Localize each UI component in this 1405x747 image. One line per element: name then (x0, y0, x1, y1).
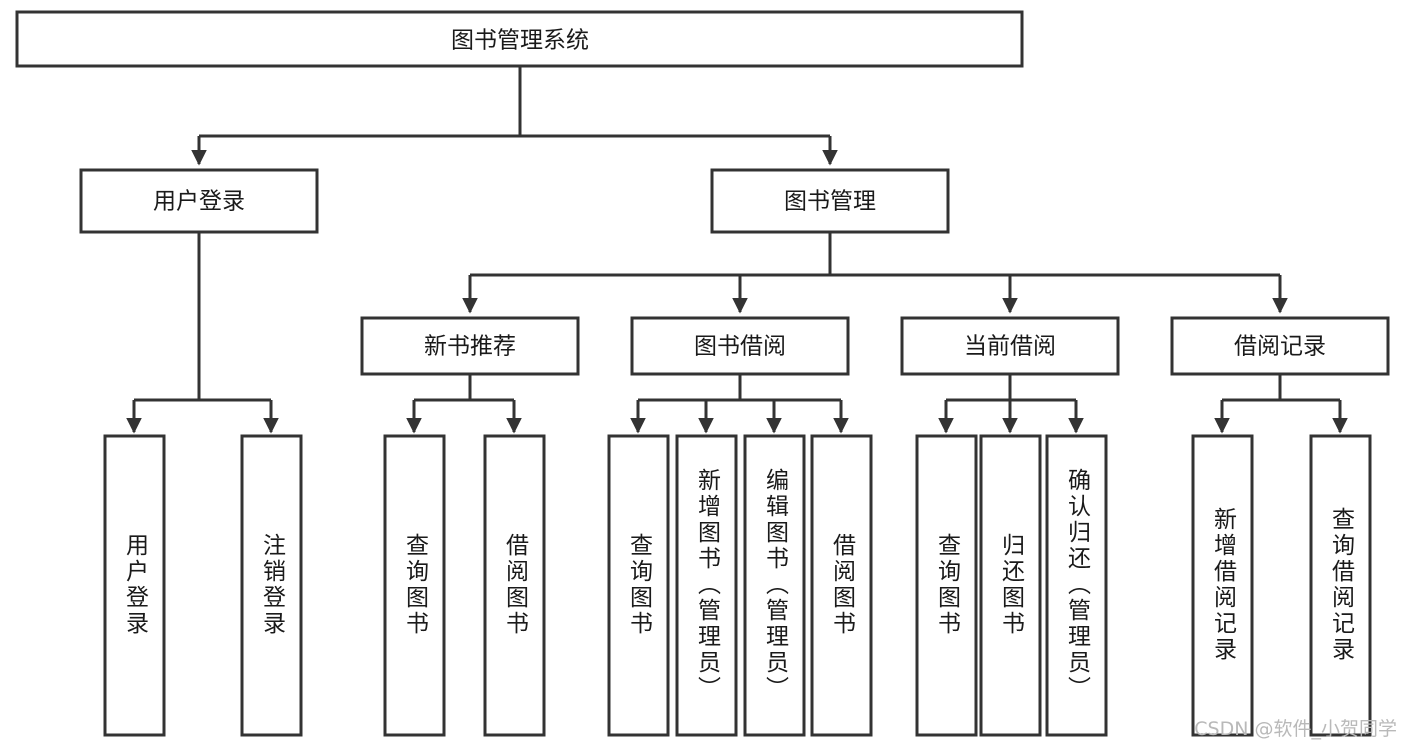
leaf-borrow-book-newbook-label: 借阅图书 (502, 533, 530, 637)
leaf-borrow-book-newbook[interactable]: 借阅图书 (483, 434, 546, 737)
node-book-borrow[interactable]: 图书借阅 (630, 316, 850, 376)
leaf-logout[interactable]: 注销登录 (240, 434, 303, 737)
leaf-edit-book-admin[interactable]: 编辑图书（管理员） (743, 434, 806, 737)
node-book-manage-label: 图书管理 (784, 189, 876, 215)
leaf-query-book-newbook[interactable]: 查询图书 (383, 434, 446, 737)
leaf-query-book-borrow[interactable]: 查询图书 (607, 434, 670, 737)
leaf-logout-label: 注销登录 (259, 533, 287, 637)
node-current-borrow[interactable]: 当前借阅 (900, 316, 1120, 376)
node-root-label: 图书管理系统 (451, 28, 589, 54)
leaf-query-book-newbook-label: 查询图书 (402, 533, 430, 637)
leaf-edit-book-admin-label: 编辑图书（管理员） (762, 468, 790, 702)
node-borrow-record-label: 借阅记录 (1234, 334, 1326, 360)
node-book-borrow-label: 图书借阅 (694, 334, 786, 360)
leaf-borrow-book-borrow[interactable]: 借阅图书 (810, 434, 873, 737)
node-new-book-recommend-label: 新书推荐 (424, 334, 516, 360)
node-user-login-label: 用户登录 (153, 189, 245, 215)
leaf-add-borrow-record[interactable]: 新增借阅记录 (1191, 434, 1254, 737)
node-new-book-recommend[interactable]: 新书推荐 (360, 316, 580, 376)
node-borrow-record[interactable]: 借阅记录 (1170, 316, 1390, 376)
leaf-add-borrow-record-label: 新增借阅记录 (1210, 507, 1238, 663)
leaf-user-login-label: 用户登录 (122, 533, 150, 637)
leaf-query-book-current-label: 查询图书 (934, 533, 962, 637)
leaf-borrow-book-borrow-label: 借阅图书 (829, 533, 857, 637)
node-root[interactable]: 图书管理系统 (15, 10, 1024, 68)
node-user-login[interactable]: 用户登录 (79, 168, 319, 234)
leaf-query-book-borrow-label: 查询图书 (626, 533, 654, 637)
leaf-query-borrow-record[interactable]: 查询借阅记录 (1309, 434, 1372, 737)
leaf-confirm-return-admin-label: 确认归还（管理员） (1064, 468, 1092, 702)
leaf-return-book-label: 归还图书 (998, 533, 1026, 637)
leaf-confirm-return-admin[interactable]: 确认归还（管理员） (1045, 434, 1108, 737)
leaf-query-book-current[interactable]: 查询图书 (915, 434, 978, 737)
leaf-return-book[interactable]: 归还图书 (979, 434, 1042, 737)
leaf-add-book-admin-label: 新增图书（管理员） (694, 468, 722, 702)
node-current-borrow-label: 当前借阅 (964, 334, 1056, 360)
leaf-add-book-admin[interactable]: 新增图书（管理员） (675, 434, 738, 737)
leaf-user-login[interactable]: 用户登录 (103, 434, 166, 737)
leaf-query-borrow-record-label: 查询借阅记录 (1328, 507, 1356, 663)
node-book-manage[interactable]: 图书管理 (710, 168, 950, 234)
